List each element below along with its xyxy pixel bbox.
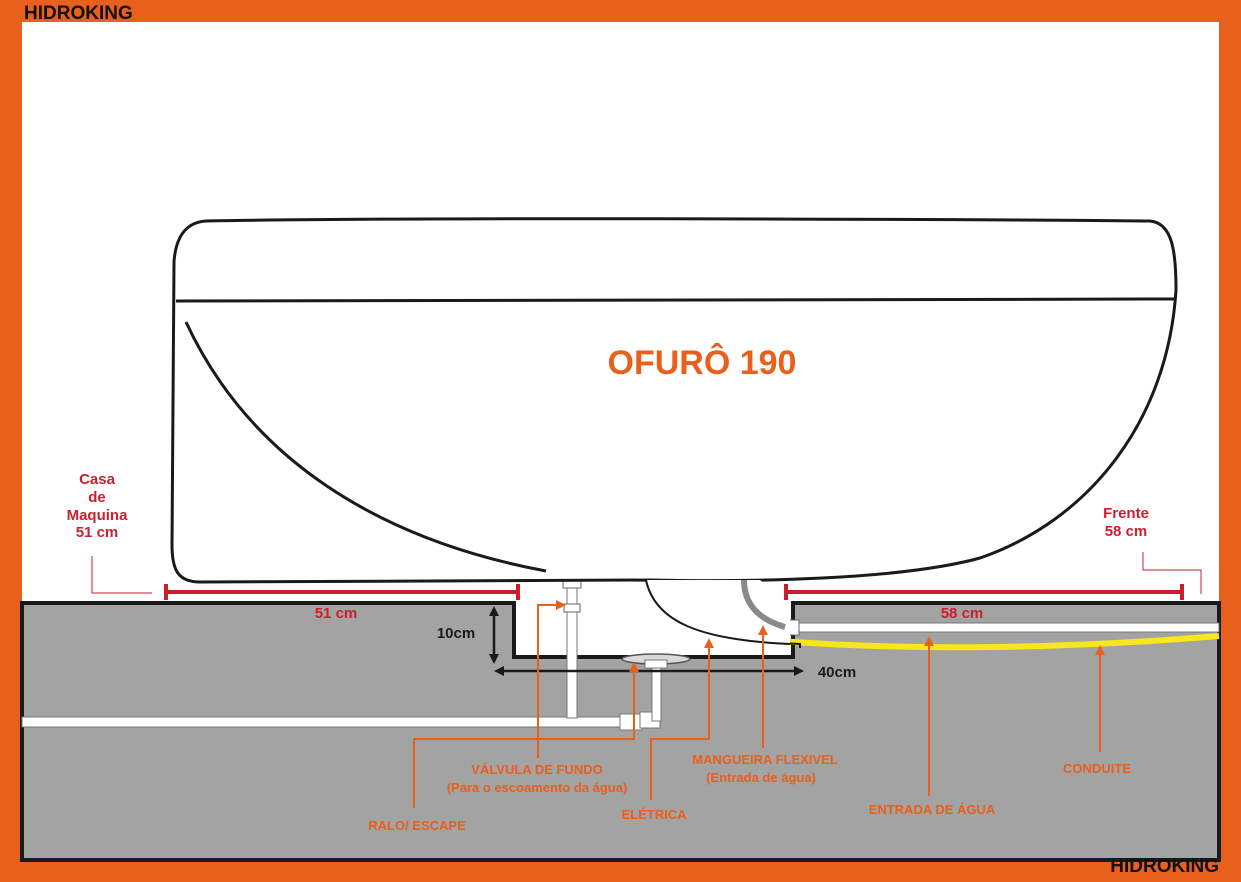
eletrica-leader bbox=[650, 645, 710, 800]
tub-body bbox=[170, 217, 1178, 584]
valvula-sublabel: (Para o escoamento da água) bbox=[447, 780, 628, 795]
valvula-label: VÁLVULA DE FUNDO bbox=[471, 762, 602, 777]
eletrica-label: ELÉTRICA bbox=[622, 807, 688, 822]
ralo-label: RALO/ ESCAPE bbox=[368, 818, 466, 833]
pipe-connector-1 bbox=[619, 713, 643, 731]
water-inlet-pipe bbox=[792, 622, 1220, 633]
casa-label-line1: Casa bbox=[79, 471, 116, 488]
casa-label-line2: de bbox=[88, 489, 106, 506]
floor-slab bbox=[20, 601, 1221, 862]
conduit-line bbox=[779, 633, 1220, 651]
drain-pipe bbox=[21, 716, 651, 728]
frente-label-line1: Frente bbox=[1103, 505, 1149, 522]
valvula-leader bbox=[537, 604, 562, 758]
entrada-label: ENTRADA DE ÁGUA bbox=[869, 802, 996, 817]
eletrica-arrow bbox=[704, 638, 714, 648]
measure-58-label: 58 cm bbox=[941, 605, 984, 622]
tub-inner-curve bbox=[184, 321, 547, 573]
mangueira-arrow bbox=[758, 625, 768, 635]
measure-10-label: 10cm bbox=[437, 625, 475, 642]
measure-10-arrow-down bbox=[489, 654, 499, 664]
measure-40-arrow-left bbox=[494, 666, 504, 676]
flexible-hose bbox=[741, 579, 786, 630]
tub-rim-line bbox=[175, 297, 1175, 303]
measure-51-label: 51 cm bbox=[315, 605, 358, 622]
measure-40-arrow-right bbox=[794, 666, 804, 676]
ralo-leader bbox=[413, 668, 635, 808]
tub-bowl-outline bbox=[645, 579, 791, 645]
brand-bottom: HIDROKING bbox=[1110, 856, 1219, 877]
valve-fitting-2 bbox=[563, 603, 581, 613]
tub-title: OFURÔ 190 bbox=[608, 343, 797, 382]
drain-fitting-neck bbox=[644, 659, 668, 669]
tub-bowl-fill bbox=[646, 580, 790, 644]
conduite-label: CONDUITE bbox=[1063, 761, 1131, 776]
valvula-arrow bbox=[556, 600, 566, 610]
brand-top: HIDROKING bbox=[24, 3, 133, 24]
frente-leader bbox=[1142, 552, 1202, 594]
measure-10-arrow-up bbox=[489, 606, 499, 616]
casa-label-line3: Maquina bbox=[67, 507, 128, 524]
frente-label-line2: 58 cm bbox=[1105, 523, 1148, 540]
mangueira-label: MANGUEIRA FLEXIVEL bbox=[692, 752, 837, 767]
measure-40-label: 40cm bbox=[818, 664, 856, 681]
casa-leader bbox=[91, 556, 152, 594]
mangueira-sublabel: (Entrada de água) bbox=[706, 770, 816, 785]
conduite-arrow bbox=[1095, 645, 1105, 655]
casa-label-line4: 51 cm bbox=[76, 524, 119, 541]
entrada-arrow bbox=[924, 636, 934, 646]
ralo-arrow bbox=[629, 662, 639, 672]
